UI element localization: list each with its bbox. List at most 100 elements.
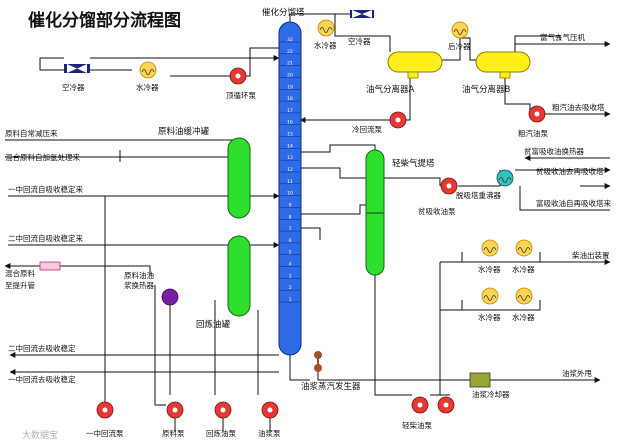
water-cooler-b-label: 水冷器	[512, 264, 535, 274]
piping	[4, 13, 611, 432]
tray-number: 14	[287, 143, 293, 149]
air-cooler-top[interactable]	[350, 10, 374, 18]
recycle-tank-vessel[interactable]	[227, 235, 251, 317]
stripper-reboiler-label: 脱吸塔重沸器	[456, 190, 501, 200]
cold-reflux-pump-label: 冷回流泵	[352, 124, 382, 134]
stream-mid1-from: 一中回流自吸收稳定来	[8, 184, 83, 194]
tray-number: 2	[289, 285, 292, 291]
cold-reflux-pump[interactable]	[389, 111, 407, 129]
air-cooler-top-label: 空冷器	[348, 36, 371, 46]
tray-number: 3	[289, 273, 292, 279]
extra-pump[interactable]	[437, 396, 455, 414]
stream-mid2-to: 二中回流去吸收稳定	[8, 343, 76, 353]
tray-number: 13	[287, 155, 293, 161]
feed-slurry-exchanger[interactable]	[161, 288, 179, 306]
tray-number: 32	[287, 37, 293, 43]
recycle-oil-pump-label: 回炼油泵	[206, 428, 236, 438]
tray-number: 12	[287, 167, 293, 173]
crude-gasoline-pump-label: 粗汽油泵	[518, 128, 548, 138]
stream-mixed-feed: 混合原料自加氢处理来	[5, 152, 80, 162]
tray-number: 16	[287, 120, 293, 126]
air-cooler-left[interactable]	[64, 64, 90, 73]
stream-poor-to-re: 贫吸收油去再吸收塔	[536, 166, 604, 176]
lean-absorb-pump[interactable]	[440, 177, 458, 195]
post-cooler[interactable]	[451, 21, 469, 39]
stream-mixed-to-riser-1: 混合原料	[5, 268, 35, 278]
feed-hx-label-1: 原料油油	[124, 270, 154, 280]
water-cooler-c[interactable]	[481, 287, 499, 305]
water-cooler-d[interactable]	[515, 287, 533, 305]
tray-number: 21	[287, 61, 293, 67]
stream-atm-feed: 原料自常减压来	[5, 128, 58, 138]
tray-number: 15	[287, 132, 293, 138]
stripper-column[interactable]	[365, 149, 385, 276]
tray-number: 17	[287, 108, 293, 114]
tray-number: 18	[287, 96, 293, 102]
fractionator-label: 催化分馏塔	[262, 7, 305, 18]
oil-gas-separator-b[interactable]	[475, 51, 531, 79]
stream-mid1-to: 一中回流去吸收稳定	[8, 374, 76, 384]
water-cooler-c-label: 水冷器	[478, 312, 501, 322]
stream-slurry-out: 油浆外甩	[562, 368, 592, 378]
stripper-reboiler[interactable]	[496, 169, 514, 187]
tray-number: 10	[287, 191, 293, 197]
oil-gas-separator-a[interactable]	[387, 51, 443, 79]
feed-buffer-vessel[interactable]	[227, 137, 251, 219]
stream-diesel-out: 柴油出装置	[572, 250, 610, 260]
recycle-oil-pump[interactable]	[214, 401, 232, 419]
water-cooler-a[interactable]	[481, 239, 499, 257]
stream-rich-gas: 富气去气压机	[540, 32, 585, 42]
tray-number: 4	[289, 262, 292, 268]
recycle-tank-label: 回炼油罐	[196, 319, 231, 330]
stream-rich-from-re: 富吸收油自再吸收塔来	[536, 198, 611, 208]
stream-mid2-from: 二中回流自吸收稳定来	[8, 233, 83, 243]
tray-number: 20	[287, 72, 293, 78]
feed-pump[interactable]	[166, 401, 184, 419]
tray-number: 9	[289, 202, 292, 208]
reflux-pump-label: 顶循环泵	[226, 90, 256, 100]
water-cooler-b[interactable]	[515, 239, 533, 257]
water-cooler-d-label: 水冷器	[512, 312, 535, 322]
light-diesel-pump-label: 轻柴油泵	[402, 420, 432, 430]
stream-mixed-to-riser-2: 至提升管	[5, 280, 35, 290]
crude-gasoline-pump[interactable]	[528, 105, 546, 123]
tray-number: 7	[289, 226, 292, 232]
light-diesel-pump[interactable]	[411, 396, 429, 414]
mixer-valve-icon	[39, 261, 61, 271]
feed-hx-label-2: 浆换热器	[124, 280, 154, 290]
feed-pump-label: 原料泵	[162, 428, 185, 438]
tray-number: 6	[289, 238, 292, 244]
water-cooler-top-label: 水冷器	[314, 40, 337, 50]
watermark: 大数据宝	[22, 429, 58, 441]
water-cooler-left[interactable]	[139, 61, 157, 79]
slurry-pump[interactable]	[261, 401, 279, 419]
water-cooler-left-label: 水冷器	[136, 82, 159, 92]
tray-number: 22	[287, 49, 293, 55]
mid1-pump-label: 一中回流泵	[86, 428, 124, 438]
diagram-title: 催化分馏部分流程图	[28, 10, 181, 31]
slurry-steam-generator[interactable]	[314, 351, 322, 372]
reflux-pump[interactable]	[229, 67, 247, 85]
water-cooler-top[interactable]	[317, 19, 335, 37]
tray-number: 19	[287, 84, 293, 90]
stream-crude-gas-out: 粗汽油去吸收塔	[552, 102, 605, 112]
tray-number: 8	[289, 214, 292, 220]
slurry-pump-label: 油浆泵	[258, 428, 281, 438]
slurry-cooler[interactable]	[469, 372, 491, 388]
separator-b-label: 油气分离器B	[462, 84, 511, 95]
slurry-cooler-label: 油浆冷却器	[472, 389, 510, 399]
tray-number: 5	[289, 250, 292, 256]
water-cooler-a-label: 水冷器	[478, 264, 501, 274]
post-cooler-label: 后冷器	[448, 41, 471, 51]
air-cooler-left-label: 空冷器	[62, 82, 85, 92]
separator-a-label: 油气分离器A	[366, 84, 415, 95]
tray-number: 11	[287, 179, 293, 185]
stripper-label: 轻柴气提塔	[392, 158, 435, 169]
lean-rich-hx-label: 贫富吸收油换热器	[524, 146, 584, 156]
slurry-steam-gen-label: 油浆蒸汽发生器	[301, 381, 361, 392]
lean-absorb-pump-label: 贫吸收油泵	[418, 206, 456, 216]
mid1-pump[interactable]	[96, 401, 114, 419]
feed-buffer-label: 原料油缓冲罐	[158, 126, 210, 137]
